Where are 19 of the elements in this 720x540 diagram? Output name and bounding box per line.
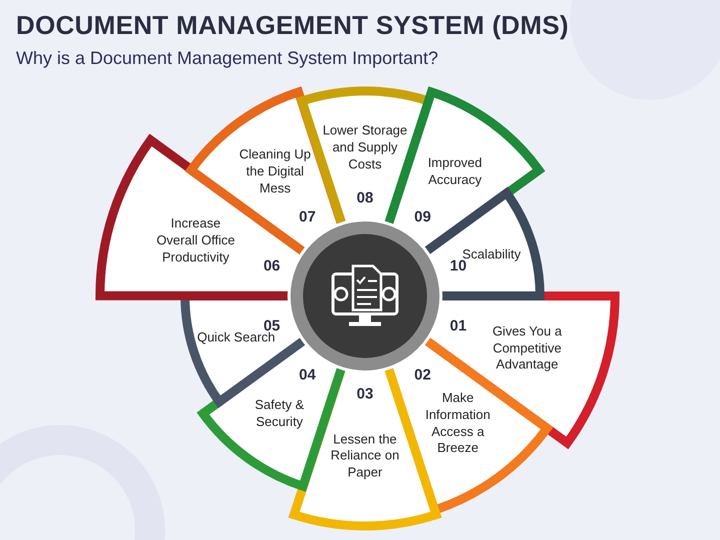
step-number: 03 bbox=[356, 386, 374, 402]
segment-label: Scalability bbox=[462, 246, 522, 262]
segment-label: Increase Overall Office Productivity bbox=[155, 216, 236, 266]
step-number: 09 bbox=[414, 208, 431, 226]
segment-label: Make Information Access a Breeze bbox=[424, 390, 492, 458]
segment-label: Safety & Security bbox=[254, 396, 306, 431]
segment-label: Improved Accuracy bbox=[426, 155, 484, 190]
title: DOCUMENT MANAGEMENT SYSTEM (DMS) bbox=[16, 10, 569, 41]
segment-label: Lessen the Reliance on Paper bbox=[330, 431, 400, 482]
segment-label: Lower Storage and Supply Costs bbox=[322, 122, 408, 174]
step-number: 07 bbox=[299, 208, 316, 226]
step-number: 04 bbox=[299, 366, 316, 384]
step-number: 02 bbox=[414, 366, 431, 384]
step-number: 06 bbox=[263, 257, 280, 274]
subtitle: Why is a Document Management System Important? bbox=[16, 48, 438, 69]
segment-label: Cleaning Up the Digital Mess bbox=[238, 146, 312, 198]
step-number: 01 bbox=[450, 318, 467, 335]
step-number: 08 bbox=[356, 190, 374, 206]
segment-label: Gives You a Competitive Advantage bbox=[491, 323, 563, 374]
